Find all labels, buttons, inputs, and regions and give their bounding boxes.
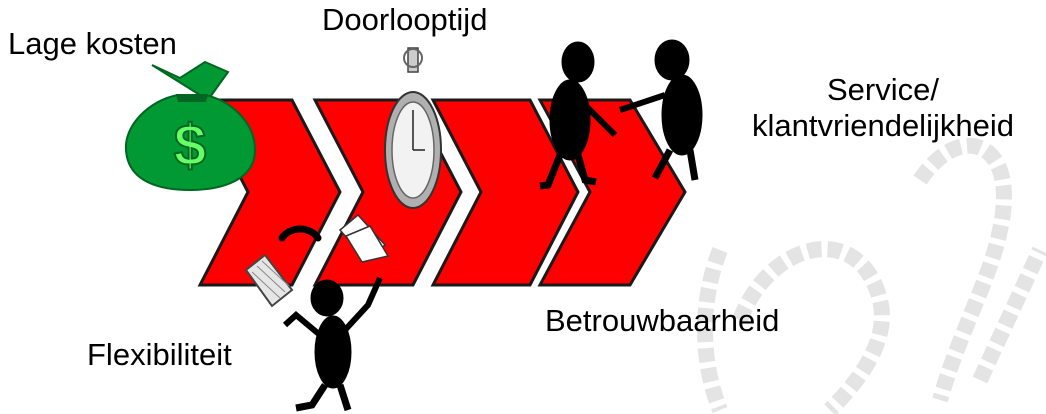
juggler-figure-icon (285, 278, 380, 410)
label-service-line2: klantvriendelijkheid (727, 108, 1039, 144)
label-lead-time: Doorlooptijd (322, 2, 487, 38)
stopwatch-icon (385, 48, 441, 208)
money-bag-icon: $ (126, 62, 255, 190)
label-service-line1: Service/ (727, 72, 1039, 108)
watermark (705, 146, 1040, 410)
label-low-cost: Lage kosten (8, 26, 177, 62)
label-reliability: Betrouwbaarheid (545, 303, 779, 339)
label-service: Service/ klantvriendelijkheid (727, 72, 1039, 143)
label-flexibility: Flexibiliteit (87, 337, 232, 373)
dollar-sign: $ (174, 113, 206, 178)
process-chevrons (200, 100, 685, 285)
